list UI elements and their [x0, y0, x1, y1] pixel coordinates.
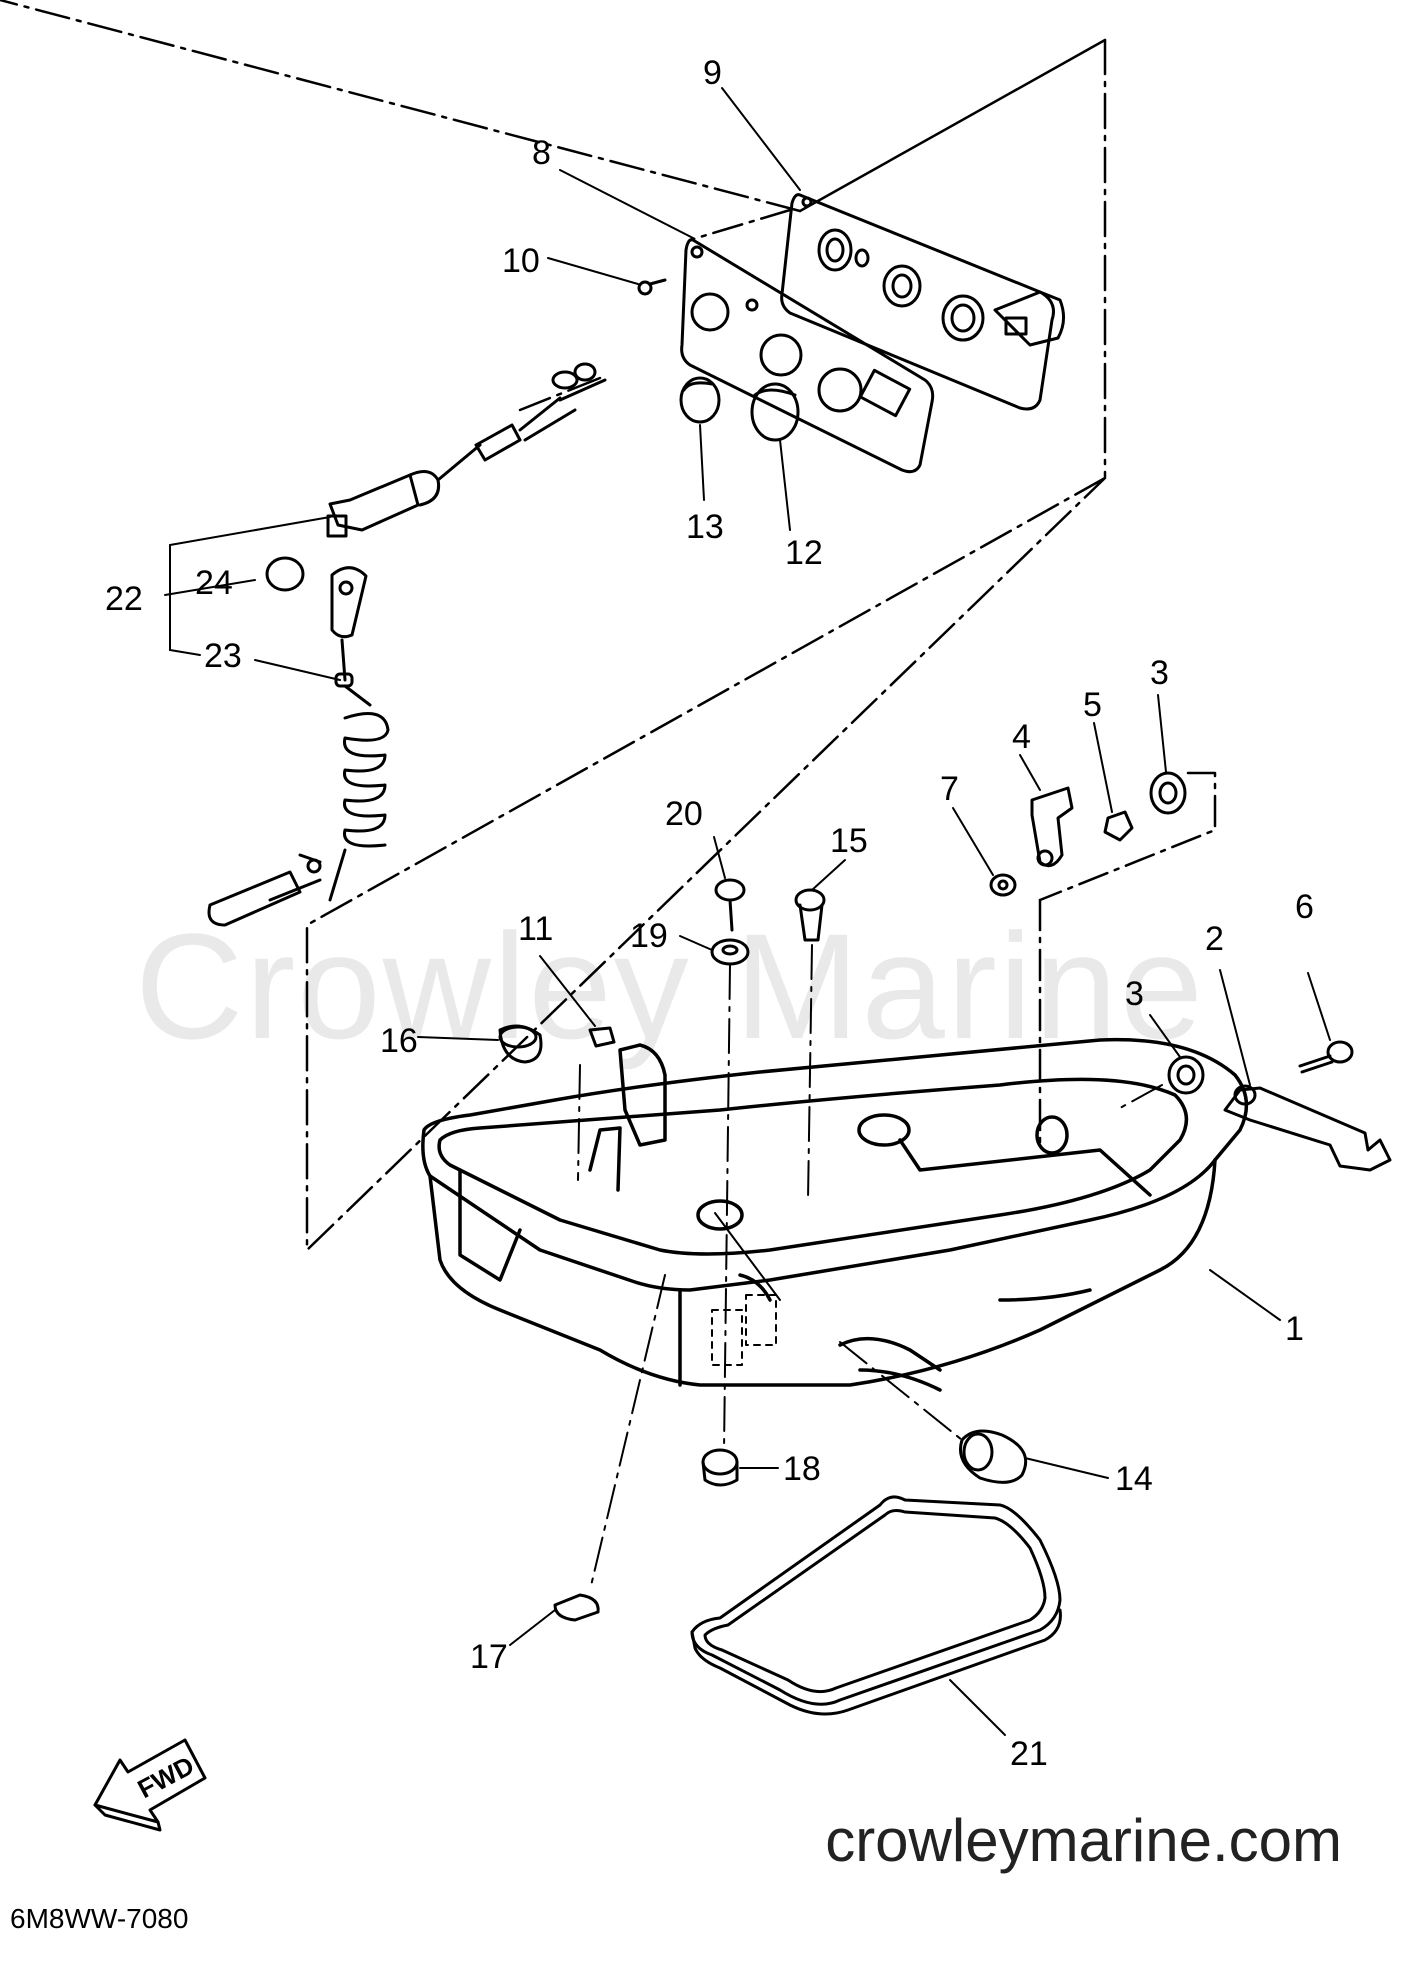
callout-12: 12: [785, 534, 823, 572]
nut-5: [1103, 810, 1134, 842]
cap-24: [265, 556, 305, 592]
callout-20: 20: [665, 795, 703, 833]
website-url: crowleymarine.com: [825, 1807, 1342, 1874]
bolt-20: [714, 878, 746, 932]
front-plate-8: [680, 238, 935, 474]
callout-16: 16: [380, 1022, 418, 1060]
callout-1: 1: [1285, 1310, 1304, 1348]
bolt-6: [1298, 1040, 1354, 1074]
clip-17: [553, 1593, 600, 1622]
callout-6: 6: [1295, 888, 1314, 926]
fwd-arrow: FWD: [93, 1738, 207, 1832]
callout-15: 15: [830, 822, 868, 860]
bracket-2: [1223, 1084, 1392, 1172]
fwd-label: FWD: [133, 1750, 199, 1804]
plug-13: [679, 376, 721, 424]
bottom-cowling-1: [421, 1037, 1249, 1392]
callout-9: 9: [703, 54, 722, 92]
lever-4: [1030, 786, 1074, 868]
plug-15: [794, 888, 826, 942]
callout-3-lower: 3: [1125, 975, 1144, 1013]
callout-4: 4: [1012, 718, 1031, 756]
callout-7: 7: [940, 770, 959, 808]
callout-5: 5: [1083, 686, 1102, 724]
grommet-18: [701, 1448, 739, 1487]
leader-lines: [164, 87, 1331, 1736]
callout-13: 13: [686, 508, 724, 546]
diagram-code: 6M8WW-7080: [10, 1903, 189, 1934]
seal-21: [690, 1495, 1062, 1716]
centerlines: [577, 944, 1163, 1591]
callout-3-upper: 3: [1150, 654, 1169, 692]
lanyard-23: [207, 566, 390, 927]
callout-10: 10: [502, 242, 540, 280]
callout-17: 17: [470, 1638, 508, 1676]
callout-19: 19: [630, 917, 668, 955]
kill-switch-22: [326, 362, 607, 538]
plug-14: [959, 1429, 1028, 1484]
grommet-3-lower: [1167, 1055, 1205, 1095]
switch-panel-9: [780, 193, 1065, 411]
assembly-outline: [0, 0, 1107, 1252]
plug-12: [750, 382, 800, 442]
callout-8: 8: [532, 134, 551, 172]
grommet-16: [498, 1024, 543, 1064]
assembly-outline-2: [688, 38, 1217, 1147]
callout-24: 24: [195, 564, 233, 602]
callout-23: 23: [204, 637, 242, 675]
nut-11: [588, 1026, 616, 1048]
callout-22: 22: [105, 580, 143, 618]
callout-11: 11: [518, 910, 553, 948]
callout-21: 21: [1010, 1735, 1048, 1773]
washer-19: [710, 938, 750, 966]
callout-18: 18: [783, 1450, 821, 1488]
callout-14: 14: [1115, 1460, 1153, 1498]
nut-7: [989, 873, 1017, 897]
callout-2: 2: [1205, 920, 1224, 958]
grommet-3-upper: [1149, 771, 1187, 815]
screw-10: [637, 278, 667, 296]
